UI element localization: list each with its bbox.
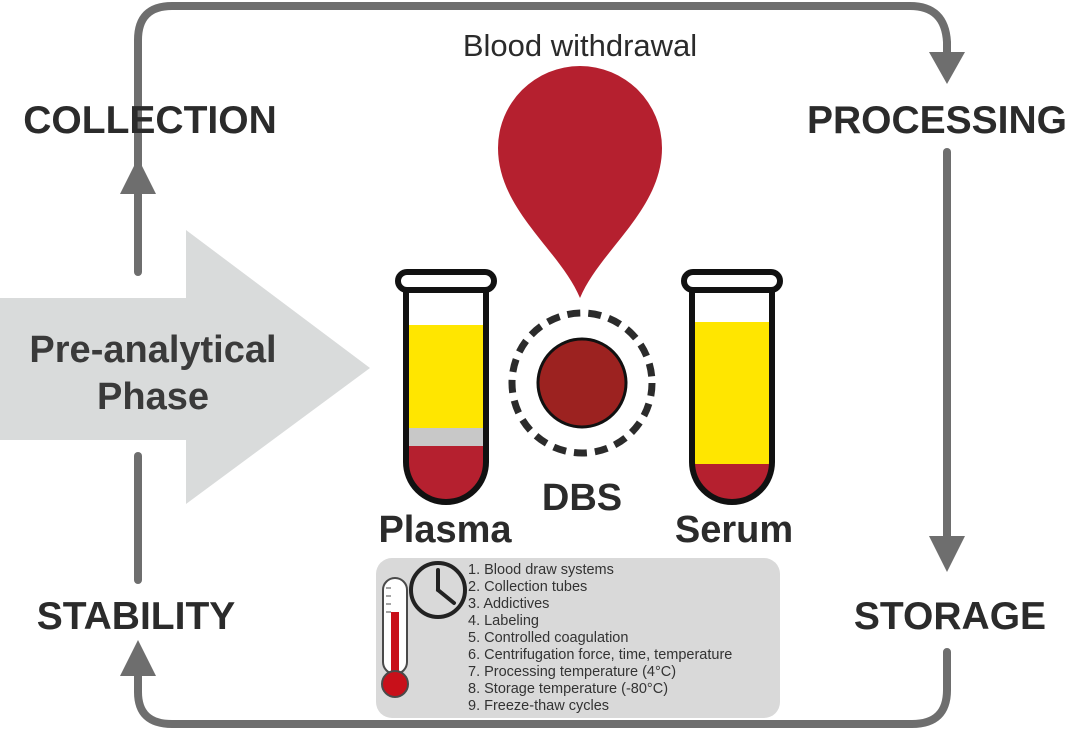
stage-storage: STORAGE [854,595,1046,638]
arrowhead-collection [120,158,156,194]
factor-item: 4. Labeling [468,613,539,629]
factor-item: 8. Storage temperature (-80°C) [468,681,668,697]
preanalytical-phase-arrow [0,230,370,504]
cycle-arrow-collection-to-processing [134,2,951,276]
dbs-card-icon [508,309,656,457]
stage-stability: STABILITY [37,595,236,638]
stage-processing: PROCESSING [807,99,1067,142]
serum-tube-icon [681,269,783,505]
blood-withdrawal-label: Blood withdrawal [463,28,697,63]
cycle-arrow-storage-to-stability [134,648,951,728]
factor-item: 7. Processing temperature (4°C) [468,664,676,680]
blood-drop-icon [498,66,662,298]
factor-item: 2. Collection tubes [468,579,587,595]
dbs-label: DBS [542,477,622,519]
factor-item: 9. Freeze-thaw cycles [468,698,609,714]
plasma-label: Plasma [378,509,512,551]
factor-item: 5. Controlled coagulation [468,630,628,646]
arrowhead-processing [929,52,965,84]
arrowhead-storage [929,536,965,572]
cycle-arrows [120,2,965,728]
stage-collection: COLLECTION [23,99,276,142]
phase-label-line2: Phase [97,376,209,418]
factors-panel: 1. Blood draw systems 2. Collection tube… [376,558,780,718]
arrowhead-stability [120,640,156,676]
plasma-tube-icon [395,269,497,505]
factor-item: 1. Blood draw systems [468,562,614,578]
thermometer-icon [381,577,409,698]
factor-item: 3. Addictives [468,596,549,612]
phase-label-line1: Pre-analytical [29,329,276,371]
serum-label: Serum [675,509,793,551]
factor-item: 6. Centrifugation force, time, temperatu… [468,647,732,663]
clock-icon [409,561,467,619]
